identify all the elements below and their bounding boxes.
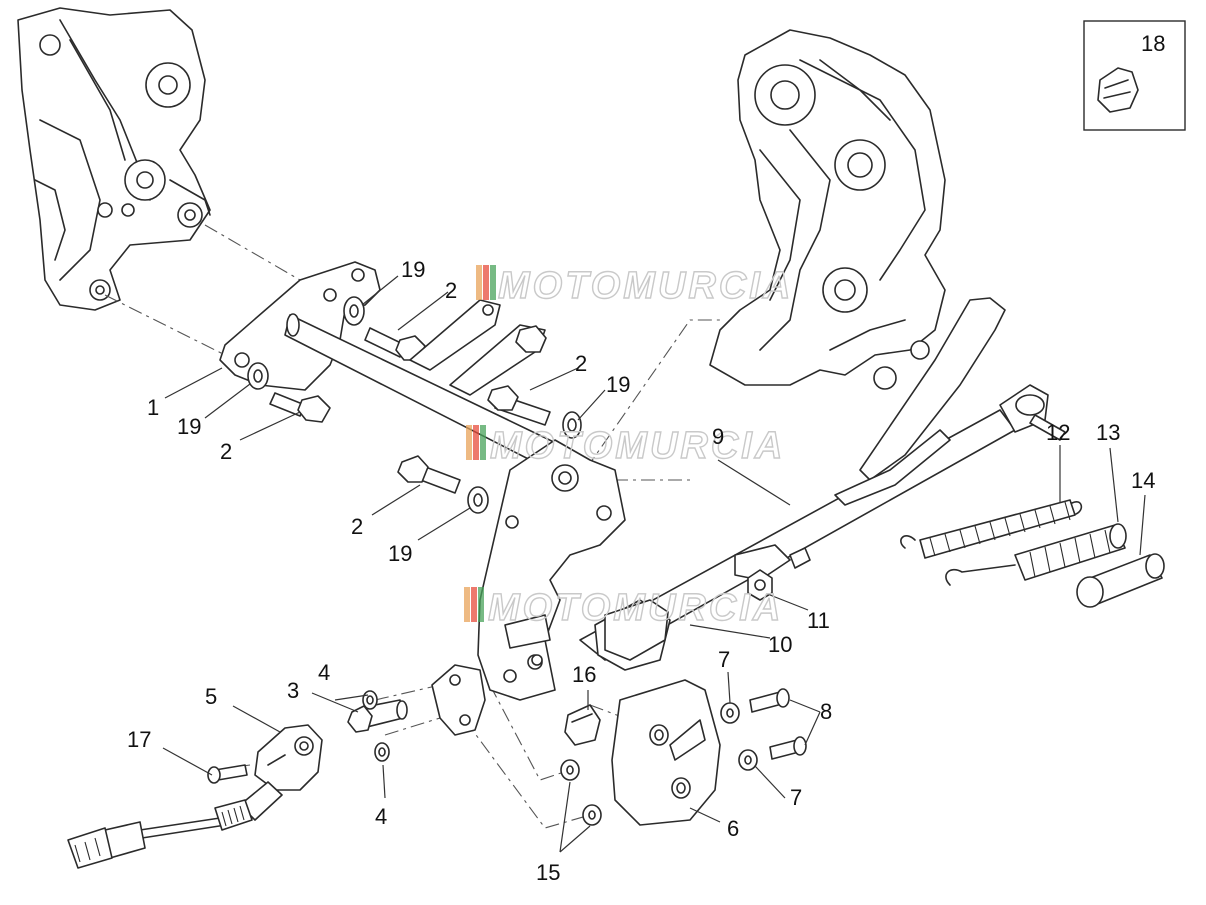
callout-18: 18: [1141, 31, 1165, 56]
callout-2: 2: [445, 278, 457, 303]
bolt-2b: [269, 392, 331, 423]
screws-8: [749, 688, 807, 760]
callout-19: 19: [401, 257, 425, 282]
part-3-pin: [347, 699, 408, 733]
washers-15: [560, 759, 602, 826]
leader-lines: [162, 275, 1146, 853]
callout-19: 19: [606, 372, 630, 397]
watermark-1: MOTOMURCIA: [476, 264, 793, 308]
callout-labels: 1 2 2 2 2 3 4 4 5 6 7 7 8 9 10 11 12 13 …: [127, 31, 1165, 885]
callout-12: 12: [1046, 420, 1070, 445]
stand-mount-plate: [477, 439, 626, 701]
callout-1: 1: [147, 395, 159, 420]
callout-5: 5: [205, 684, 217, 709]
part-5-switch: [239, 724, 323, 821]
watermark-3: MOTOMURCIA: [464, 586, 783, 630]
washers-7: [720, 702, 758, 771]
callout-7: 7: [790, 785, 802, 810]
part-16-clip: [564, 704, 601, 746]
callout-16: 16: [572, 662, 596, 687]
callout-17: 17: [127, 727, 151, 752]
callout-19: 19: [177, 414, 201, 439]
watermark-text: MOTOMURCIA: [490, 425, 785, 467]
watermark-2: MOTOMURCIA: [466, 424, 785, 468]
washers-19: [247, 296, 582, 514]
watermark-text: MOTOMURCIA: [488, 587, 783, 629]
frame-bracket-right: [709, 29, 946, 390]
callout-4: 4: [318, 660, 330, 685]
part-9-side-stand: [504, 297, 1066, 671]
bolt-2c: [487, 385, 551, 426]
frame-plate-left: [17, 7, 211, 311]
part-13-spring: [945, 523, 1127, 586]
callout-3: 3: [287, 678, 299, 703]
part-18-inset-box: [1083, 20, 1186, 131]
callout-19: 19: [388, 541, 412, 566]
callout-7: 7: [718, 647, 730, 672]
switch-cable: [67, 799, 253, 869]
callout-10: 10: [768, 632, 792, 657]
sensor-bracket-plate: [431, 664, 486, 736]
callout-6: 6: [727, 816, 739, 841]
callout-2: 2: [575, 351, 587, 376]
part-14-sleeve: [1076, 553, 1165, 608]
watermark-text: MOTOMURCIA: [498, 265, 793, 307]
part-10-block: [604, 599, 669, 661]
callout-2: 2: [220, 439, 232, 464]
assembly-dashed-lines: [104, 224, 720, 829]
part-12-spring: [900, 499, 1083, 559]
callout-14: 14: [1131, 468, 1155, 493]
part-6-cover: [611, 679, 721, 826]
callout-11: 11: [807, 608, 830, 633]
bolt-2d: [397, 455, 461, 494]
link-plates: [409, 299, 547, 396]
callout-15: 15: [536, 860, 560, 885]
callout-9: 9: [712, 424, 724, 449]
callout-4: 4: [375, 804, 387, 829]
callout-13: 13: [1096, 420, 1120, 445]
part-11-nut: [747, 569, 773, 601]
part-17-screw: [207, 764, 248, 784]
bolts-2: [269, 327, 551, 494]
callout-8: 8: [820, 699, 832, 724]
callout-2: 2: [351, 514, 363, 539]
watermarks: MOTOMURCIA MOTOMURCIA MOTOMURCIA: [464, 264, 793, 630]
